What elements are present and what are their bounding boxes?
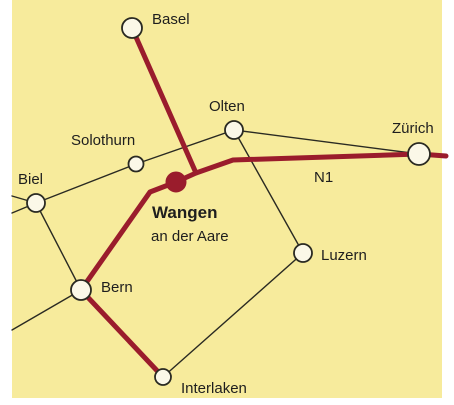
city-node-basel (121, 17, 143, 39)
map-background (12, 0, 442, 398)
city-label-solothurn: Solothurn (71, 132, 135, 149)
city-node-interlaken (154, 368, 172, 386)
route-basel-wangen (129, 25, 199, 176)
route-bern-interlaken (78, 287, 166, 380)
city-node-solothurn (127, 155, 145, 173)
route-olten-luzern (233, 129, 304, 254)
city-node-olten (224, 120, 244, 140)
route-label-n1: N1 (314, 169, 333, 186)
city-label-biel: Biel (18, 171, 43, 188)
city-node-biel (26, 193, 46, 213)
city-node-bern (70, 279, 92, 301)
city-label-wangen: Wangen (152, 203, 217, 222)
city-sublabel-wangen: an der Aare (151, 228, 229, 245)
city-label-basel: Basel (152, 11, 190, 28)
route-bern-west (11, 289, 82, 331)
city-label-olten: Olten (209, 98, 245, 115)
city-nodes (26, 17, 431, 386)
route-biel-bern (35, 202, 82, 291)
city-label-interlaken: Interlaken (181, 380, 247, 397)
city-node-wangen (165, 171, 187, 193)
city-label-luzern: Luzern (321, 247, 367, 264)
city-node-luzern (293, 243, 313, 263)
city-node-zurich (407, 142, 431, 166)
route-luzern-interlaken (162, 252, 304, 378)
city-label-bern: Bern (101, 279, 133, 296)
city-label-zurich: Zürich (392, 120, 434, 137)
